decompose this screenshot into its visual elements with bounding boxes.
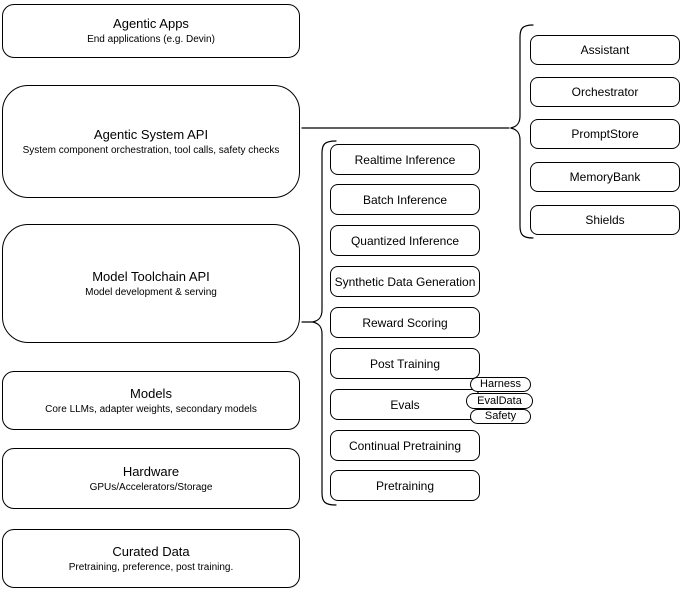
toolchain-item-label: Synthetic Data Generation <box>334 274 476 289</box>
toolchain-item-label: Quantized Inference <box>350 233 460 248</box>
toolchain-item-pretraining: Pretraining <box>330 470 480 501</box>
components-brace <box>510 24 534 239</box>
box-curated-data-subtitle: Pretraining, preference, post training. <box>68 561 234 573</box>
toolchain-item-synthetic-data-generation: Synthetic Data Generation <box>330 266 480 297</box>
box-model-toolchain-api: Model Toolchain API Model development & … <box>2 224 300 343</box>
toolchain-item-reward-scoring: Reward Scoring <box>330 307 480 338</box>
box-model-toolchain-api-subtitle: Model development & serving <box>85 286 217 298</box>
toolchain-item-label: Batch Inference <box>362 192 448 207</box>
box-hardware-title: Hardware <box>122 463 180 479</box>
box-models-title: Models <box>130 385 172 401</box>
box-curated-data: Curated Data Pretraining, preference, po… <box>2 529 300 588</box>
toolchain-item-quantized-inference: Quantized Inference <box>330 225 480 256</box>
box-hardware-subtitle: GPUs/Accelerators/Storage <box>89 481 213 493</box>
toolchain-item-label: Reward Scoring <box>362 315 448 330</box>
component-label: PromptStore <box>571 127 639 141</box>
box-hardware: Hardware GPUs/Accelerators/Storage <box>2 448 300 509</box>
box-agentic-system-api: Agentic System API System component orch… <box>2 85 300 198</box>
component-shields: Shields <box>530 205 680 235</box>
box-agentic-apps: Agentic Apps End applications (e.g. Devi… <box>2 4 300 58</box>
toolchain-item-label: Pretraining <box>375 478 435 493</box>
component-orchestrator: Orchestrator <box>530 77 680 107</box>
component-label: Orchestrator <box>571 85 639 99</box>
box-agentic-system-api-title: Agentic System API <box>93 126 209 142</box>
component-memorybank: MemoryBank <box>530 162 680 192</box>
toolchain-item-batch-inference: Batch Inference <box>330 184 480 215</box>
eval-tag-evaldata: EvalData <box>466 393 533 409</box>
eval-tag-label: EvalData <box>477 394 522 407</box>
eval-tag-safety: Safety <box>470 409 531 424</box>
component-promptstore: PromptStore <box>530 119 680 149</box>
box-models-subtitle: Core LLMs, adapter weights, secondary mo… <box>45 403 257 415</box>
toolchain-item-continual-pretraining: Continual Pretraining <box>330 430 480 461</box>
box-model-toolchain-api-title: Model Toolchain API <box>92 268 210 284</box>
toolchain-brace <box>312 140 337 506</box>
toolchain-item-post-training: Post Training <box>330 348 480 379</box>
box-agentic-apps-subtitle: End applications (e.g. Devin) <box>87 34 215 45</box>
component-label: MemoryBank <box>569 170 641 184</box>
toolchain-item-label: Post Training <box>369 356 441 371</box>
box-agentic-system-api-subtitle: System component orchestration, tool cal… <box>22 144 280 156</box>
eval-tag-label: Safety <box>484 410 517 422</box>
box-agentic-apps-title: Agentic Apps <box>113 16 189 31</box>
component-label: Shields <box>585 213 625 227</box>
box-models: Models Core LLMs, adapter weights, secon… <box>2 371 300 430</box>
component-assistant: Assistant <box>530 35 680 65</box>
box-curated-data-title: Curated Data <box>112 543 190 559</box>
toolchain-item-evals: Evals <box>330 389 480 420</box>
toolchain-item-label: Realtime Inference <box>354 152 456 167</box>
toolchain-item-label: Continual Pretraining <box>348 438 462 453</box>
component-label: Assistant <box>580 43 630 57</box>
eval-tag-label: Harness <box>480 378 521 390</box>
toolchain-item-realtime-inference: Realtime Inference <box>330 144 480 175</box>
toolchain-item-label: Evals <box>390 397 420 412</box>
eval-tag-harness: Harness <box>470 377 531 392</box>
